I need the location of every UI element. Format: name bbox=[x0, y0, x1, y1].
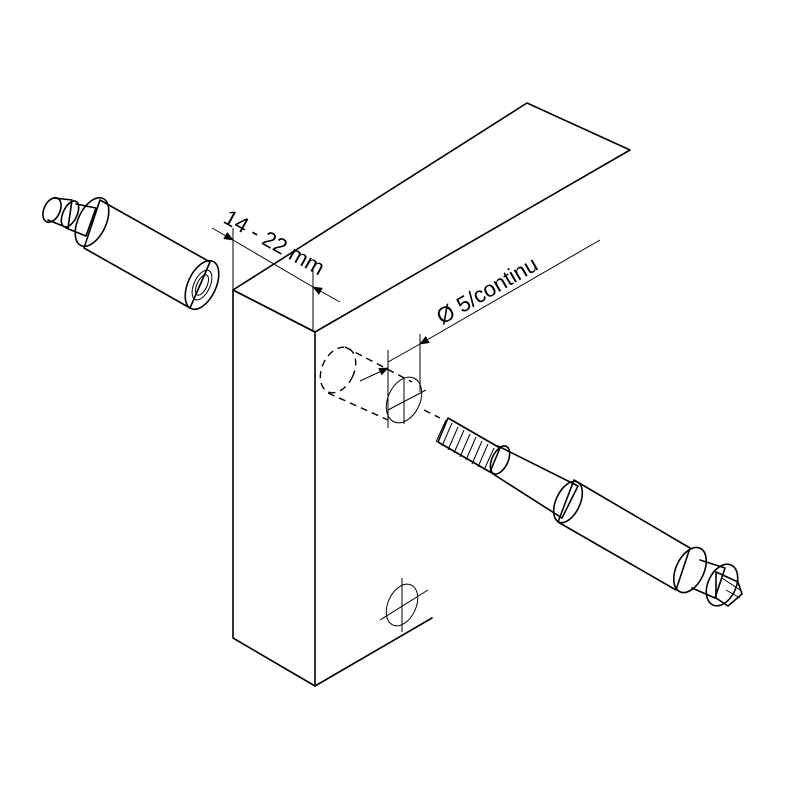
thickness-label: 14 - 22 mm bbox=[220, 205, 329, 281]
board-edge-face bbox=[232, 289, 316, 687]
board-bottom-edge bbox=[314, 617, 433, 687]
connector-bolt bbox=[435, 417, 743, 607]
board-panel bbox=[232, 102, 631, 687]
lower-hole-mark bbox=[379, 578, 429, 632]
bore-dimension: Ø 5/continu bbox=[359, 239, 601, 382]
sleeve-nut bbox=[42, 196, 220, 311]
board-top-face bbox=[232, 102, 631, 333]
bore-hole bbox=[319, 334, 441, 428]
bore-label: Ø 5/continu bbox=[432, 251, 542, 329]
